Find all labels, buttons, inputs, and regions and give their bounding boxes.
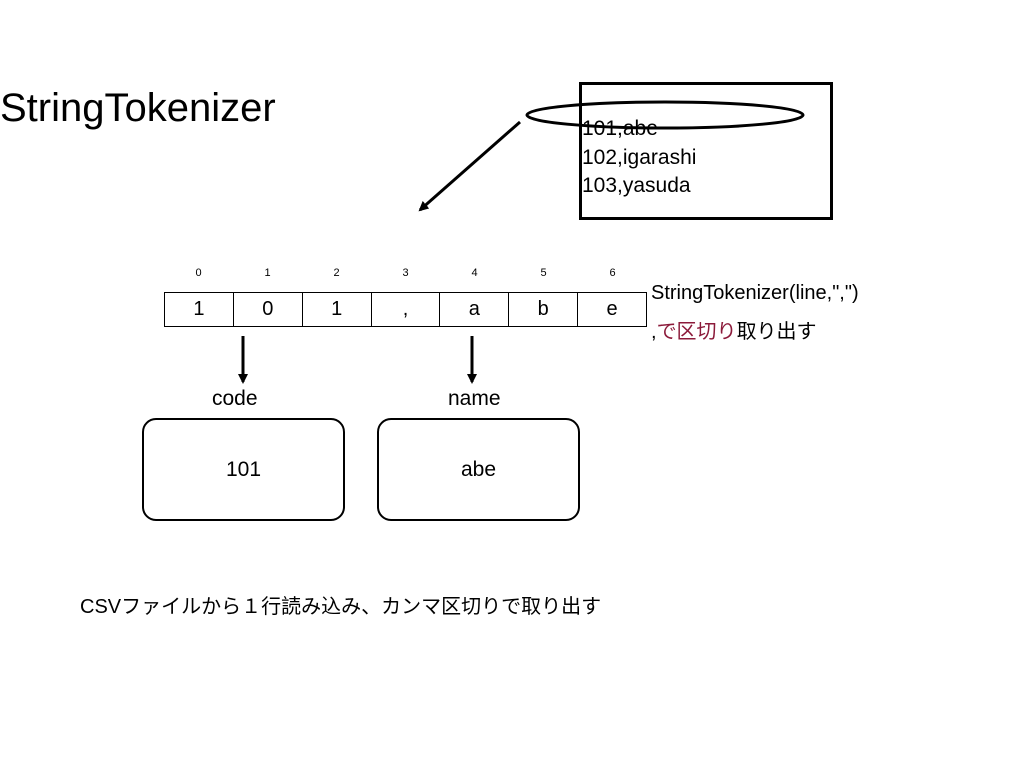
index-label: 1 [264, 267, 271, 279]
char-cell: 1 [301, 293, 371, 326]
index-label: 3 [402, 267, 409, 279]
character-array: 1 0 1 , a b e [164, 292, 647, 327]
index-label: 0 [195, 267, 202, 279]
code-value-box: 101 [142, 418, 345, 521]
code-value: 101 [225, 457, 262, 481]
csv-line-1: 101,abe [582, 117, 658, 140]
split-note-suffix: 取り出す [736, 321, 817, 343]
csv-line-3: 103,yasuda [582, 174, 691, 197]
code-label: code [212, 387, 258, 410]
char-cell: b [508, 293, 577, 326]
char-cell: , [370, 293, 440, 326]
csv-file-box: 101,abe 102,igarashi 103,yasuda [579, 82, 833, 220]
split-note-prefix: , [651, 321, 657, 343]
name-value: abe [460, 457, 497, 481]
char-cell: e [577, 293, 646, 326]
diagram-title: String​Tokenizer [0, 86, 276, 130]
index-label: 4 [471, 267, 478, 279]
index-label: 2 [333, 267, 340, 279]
char-cell: 0 [232, 293, 302, 326]
tokenizer-call-text: String​Tokenizer(line,",") [651, 282, 859, 304]
split-note-highlight: で区切り [656, 321, 737, 343]
read-line-arrow [418, 120, 521, 212]
name-value-box: abe [377, 418, 580, 521]
index-label: 5 [540, 267, 547, 279]
char-cell: a [439, 293, 508, 326]
csv-line-2: 102,igarashi [582, 146, 697, 169]
name-label: name [448, 387, 501, 410]
index-label: 6 [609, 267, 616, 279]
caption: CSVファイルから１行読み込み、カンマ区切りで取り出す [80, 596, 602, 618]
char-cell: 1 [193, 298, 205, 320]
split-note: ,で区切り取り出す [651, 322, 817, 342]
